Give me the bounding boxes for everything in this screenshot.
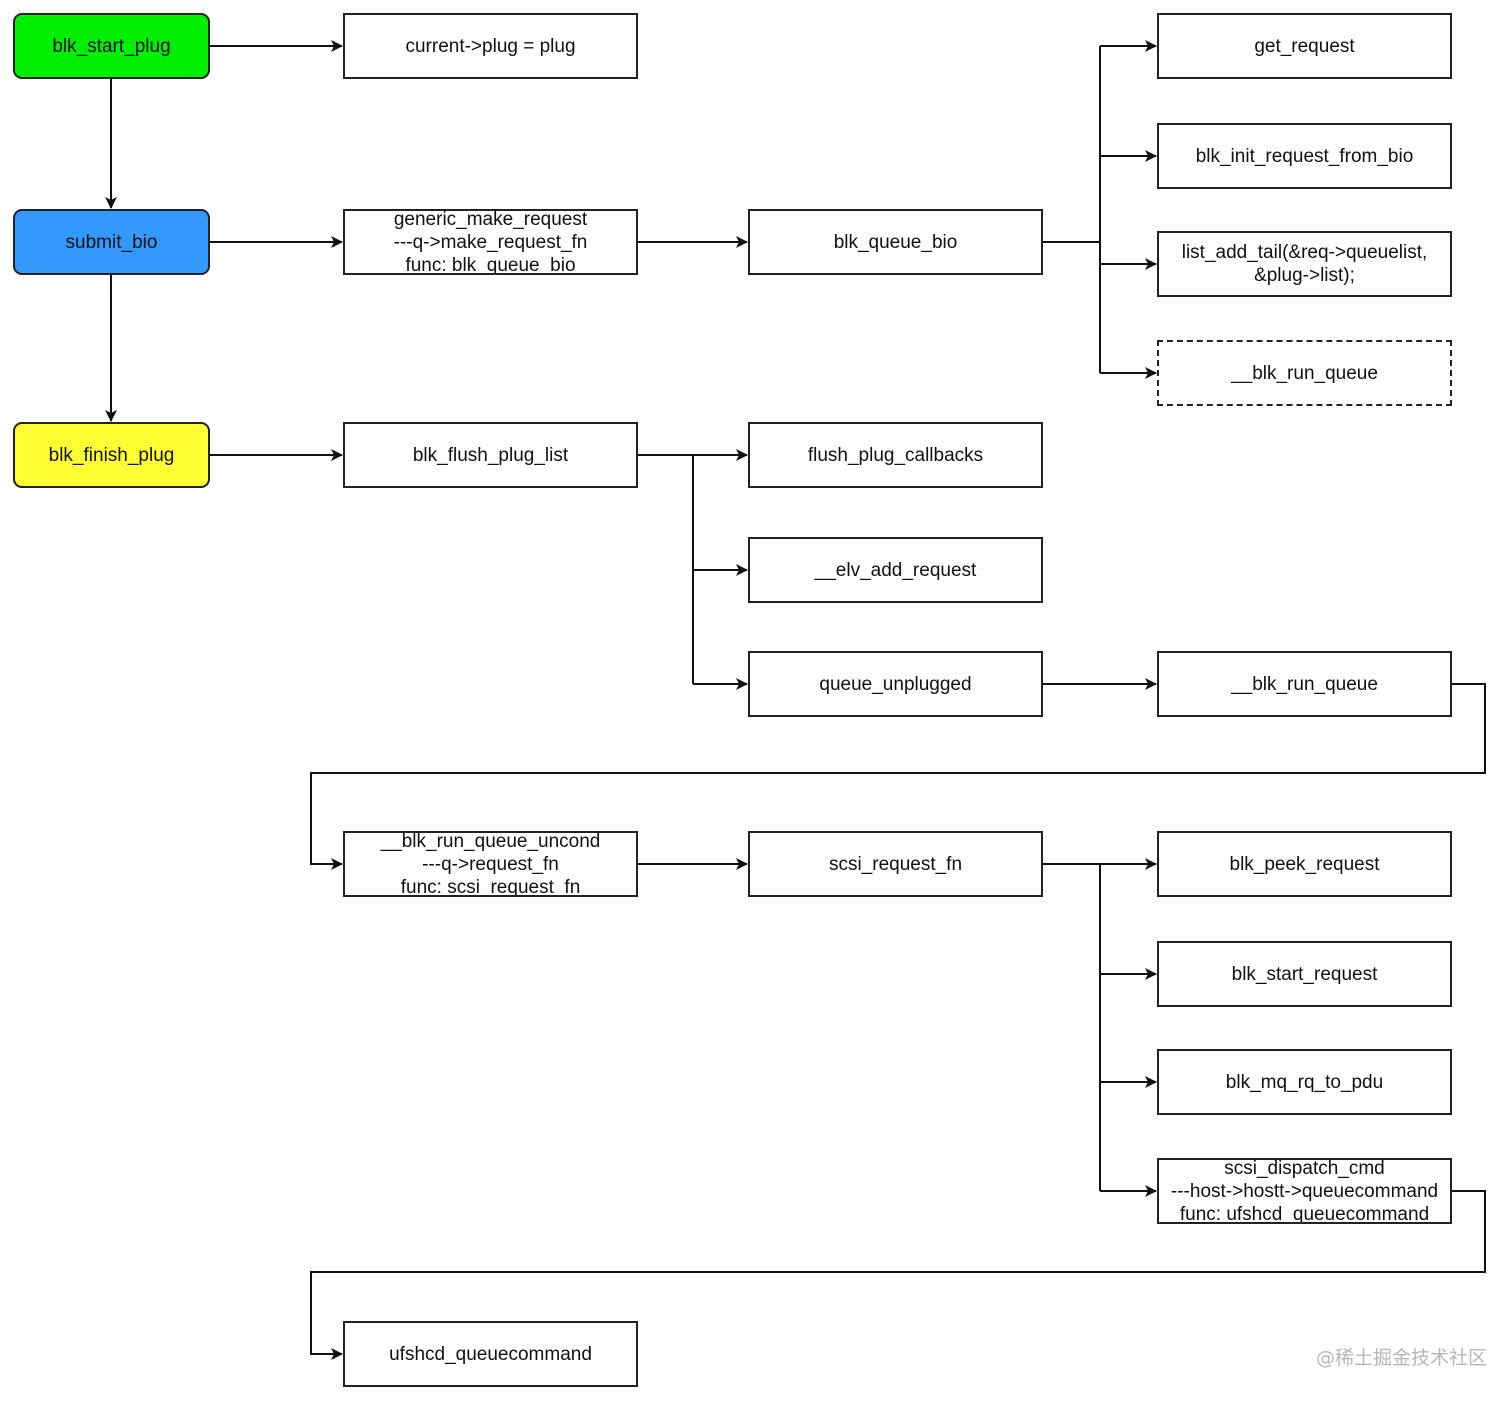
node-queue-unplugged: queue_unplugged bbox=[748, 651, 1043, 717]
node-get-request: get_request bbox=[1157, 13, 1452, 79]
node-label-line: ---host->hostt->queuecommand bbox=[1170, 1180, 1439, 1202]
node-label-line: __blk_run_queue bbox=[1231, 673, 1378, 695]
node-blk-run-queue: __blk_run_queue bbox=[1157, 651, 1452, 717]
node-label-line: blk_flush_plug_list bbox=[412, 444, 569, 466]
node-current-plug: current->plug = plug bbox=[343, 13, 638, 79]
node-blk-start-plug: blk_start_plug bbox=[13, 13, 210, 79]
node-blk-init-request-from-bio: blk_init_request_from_bio bbox=[1157, 123, 1452, 189]
node-blk-start-request: blk_start_request bbox=[1157, 941, 1452, 1007]
node-label-line: func: blk_queue_bio bbox=[405, 254, 576, 275]
edge-queue-bio-trunk bbox=[1043, 46, 1101, 373]
node-ufshcd-queuecommand: ufshcd_queuecommand bbox=[343, 1321, 638, 1387]
node-label-line: __blk_run_queue_uncond bbox=[380, 831, 601, 852]
node-scsi-dispatch-cmd: scsi_dispatch_cmd---host->hostt->queueco… bbox=[1157, 1158, 1452, 1224]
node-label-line: blk_start_request bbox=[1231, 963, 1378, 985]
node-submit-bio: submit_bio bbox=[13, 209, 210, 275]
node-blk-mq-rq-to-pdu: blk_mq_rq_to_pdu bbox=[1157, 1049, 1452, 1115]
node-label-line: scsi_dispatch_cmd bbox=[1224, 1158, 1385, 1179]
node-label-line: ---q->request_fn bbox=[422, 853, 559, 875]
node-label-line: blk_mq_rq_to_pdu bbox=[1225, 1071, 1384, 1093]
node-label-line: submit_bio bbox=[65, 231, 158, 253]
node-label-line: current->plug = plug bbox=[405, 35, 576, 57]
node-label-line: ---q->make_request_fn bbox=[393, 231, 588, 253]
edge-run-queue-to-uncond bbox=[310, 683, 1486, 870]
node-blk-run-queue-dashed: __blk_run_queue bbox=[1157, 340, 1452, 406]
node-blk-queue-bio: blk_queue_bio bbox=[748, 209, 1043, 275]
node-blk-peek-request: blk_peek_request bbox=[1157, 831, 1452, 897]
node-label-line: &plug->list); bbox=[1254, 265, 1355, 286]
node-label-line: list_add_tail(&req->queuelist, bbox=[1181, 242, 1428, 263]
watermark: @稀土掘金技术社区 bbox=[1316, 1347, 1488, 1369]
node-label-line: func: ufshcd_queuecommand bbox=[1179, 1203, 1430, 1224]
node-list-add-tail: list_add_tail(&req->queuelist,&plug->lis… bbox=[1157, 231, 1452, 297]
node-label-line: blk_queue_bio bbox=[833, 231, 958, 253]
node-label-line: get_request bbox=[1254, 35, 1355, 57]
node-label-line: __elv_add_request bbox=[814, 559, 977, 581]
node-label-line: blk_init_request_from_bio bbox=[1195, 145, 1414, 167]
node-blk-flush-plug-list: blk_flush_plug_list bbox=[343, 422, 638, 488]
node-label-line: func: scsi_request_fn bbox=[400, 876, 581, 897]
node-label-line: scsi_request_fn bbox=[828, 853, 963, 875]
node-label-line: __blk_run_queue bbox=[1231, 362, 1378, 384]
edge-dispatch-to-ufshcd bbox=[310, 1190, 1486, 1360]
node-blk-finish-plug: blk_finish_plug bbox=[13, 422, 210, 488]
node-label-line: ufshcd_queuecommand bbox=[389, 1343, 592, 1365]
node-flush-plug-callbacks: flush_plug_callbacks bbox=[748, 422, 1043, 488]
node-label-line: blk_start_plug bbox=[52, 35, 171, 57]
node-elv-add-request: __elv_add_request bbox=[748, 537, 1043, 603]
node-label-line: blk_finish_plug bbox=[48, 444, 175, 466]
node-scsi-request-fn: scsi_request_fn bbox=[748, 831, 1043, 897]
node-label-line: generic_make_request bbox=[393, 209, 588, 230]
node-generic-make-request: generic_make_request---q->make_request_f… bbox=[343, 209, 638, 275]
node-label-line: queue_unplugged bbox=[819, 673, 972, 695]
node-label-line: flush_plug_callbacks bbox=[807, 444, 984, 466]
node-label-line: blk_peek_request bbox=[1229, 853, 1380, 875]
